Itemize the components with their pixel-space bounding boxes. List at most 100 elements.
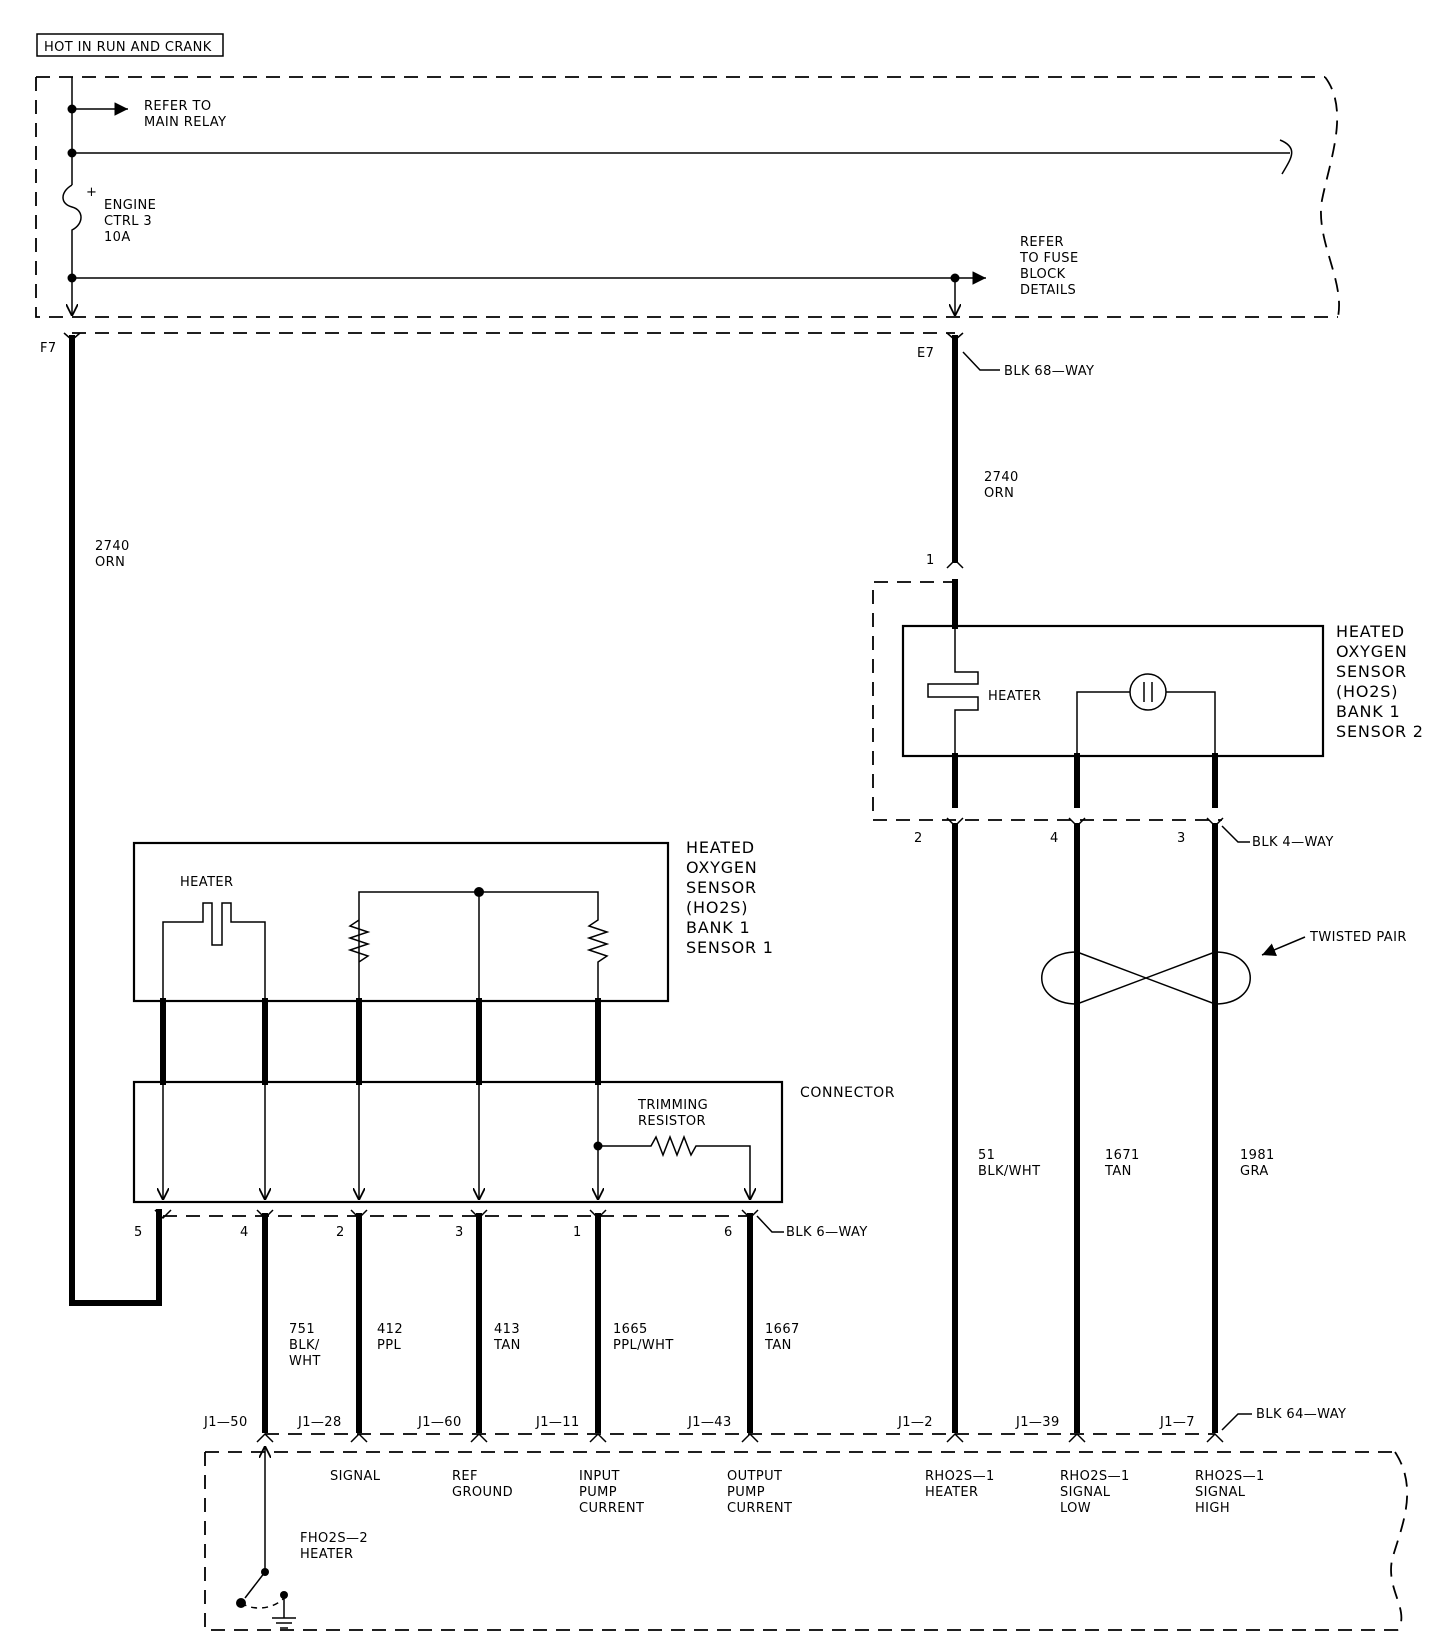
svg-text:OXYGEN: OXYGEN <box>1336 642 1408 661</box>
svg-text:SENSOR 1: SENSOR 1 <box>686 938 774 957</box>
wire-label-412: 412 PPL <box>377 1322 403 1353</box>
svg-text:SIGNAL: SIGNAL <box>1195 1485 1246 1500</box>
blk64-leader <box>1221 1413 1252 1431</box>
wire-label-1667: 1667 TAN <box>764 1322 800 1353</box>
svg-text:CTRL 3: CTRL 3 <box>104 214 152 229</box>
svg-text:(HO2S): (HO2S) <box>686 898 748 917</box>
svg-text:1981: 1981 <box>1240 1148 1275 1163</box>
svg-text:OXYGEN: OXYGEN <box>686 858 758 877</box>
svg-text:ORN: ORN <box>984 486 1014 501</box>
svg-text:TAN: TAN <box>493 1338 521 1353</box>
pcm-pin-j1-60: J1—60 <box>417 1415 462 1430</box>
svg-text:SIGNAL: SIGNAL <box>1060 1485 1111 1500</box>
svg-text:REF: REF <box>452 1469 478 1484</box>
svg-text:(HO2S): (HO2S) <box>1336 682 1398 701</box>
wire-label-2740-right: 2740 ORN <box>984 470 1019 501</box>
pcm-pin-j1-28: J1—28 <box>297 1415 342 1430</box>
svg-text:ORN: ORN <box>95 555 125 570</box>
svg-text:51: 51 <box>978 1148 995 1163</box>
sensor2-pin-1: 1 <box>926 553 935 568</box>
fh-heater-switch <box>236 1446 296 1629</box>
trimming-resistor-label: TRIMMING RESISTOR <box>637 1098 708 1129</box>
conn6-pin-1: 1 <box>573 1225 582 1240</box>
svg-text:2740: 2740 <box>984 470 1019 485</box>
ho2s-bank1-sensor2 <box>872 579 1325 821</box>
svg-text:BANK 1: BANK 1 <box>686 918 750 937</box>
wire-label-413: 413 TAN <box>493 1322 521 1353</box>
svg-text:413: 413 <box>494 1322 520 1337</box>
sensor2-heater-label: HEATER <box>988 689 1041 704</box>
svg-text:412: 412 <box>377 1322 403 1337</box>
svg-text:REFER TO: REFER TO <box>144 99 211 114</box>
svg-text:1665: 1665 <box>613 1322 648 1337</box>
sensor2-title: HEATED OXYGEN SENSOR (HO2S) BANK 1 SENSO… <box>1336 622 1423 741</box>
connector-block <box>132 1080 784 1204</box>
pcm-rh-heater-label: RHO2S—1 HEATER <box>925 1469 994 1500</box>
twisted-pair-label: TWISTED PAIR <box>1309 930 1407 945</box>
svg-text:PUMP: PUMP <box>579 1485 617 1500</box>
wire-label-51: 51 BLK/WHT <box>978 1148 1040 1179</box>
svg-text:HOT IN RUN AND CRANK: HOT IN RUN AND CRANK <box>44 40 212 55</box>
blk6-leader <box>756 1215 784 1233</box>
svg-text:TAN: TAN <box>1104 1164 1132 1179</box>
sensor2-pin-3: 3 <box>1177 831 1186 846</box>
pcm-pin-j1-11: J1—11 <box>535 1415 580 1430</box>
svg-text:SENSOR: SENSOR <box>686 878 757 897</box>
hot-in-run-label: HOT IN RUN AND CRANK <box>36 33 224 57</box>
svg-text:MAIN RELAY: MAIN RELAY <box>144 115 226 130</box>
svg-text:BLOCK: BLOCK <box>1020 267 1066 282</box>
pcm-rh-signal-low-label: RHO2S—1 SIGNAL LOW <box>1060 1469 1129 1516</box>
svg-text:GRA: GRA <box>1240 1164 1269 1179</box>
refer-fuse-block-text: REFER TO FUSE BLOCK DETAILS <box>1019 235 1079 298</box>
sensor1-title: HEATED OXYGEN SENSOR (HO2S) BANK 1 SENSO… <box>686 838 774 957</box>
pin-f7: F7 <box>40 341 57 356</box>
svg-text:LOW: LOW <box>1060 1501 1091 1516</box>
pcm-output-pump-label: OUTPUT PUMP CURRENT <box>727 1469 792 1516</box>
pin-e7: E7 <box>917 346 934 361</box>
conn6-pin-5: 5 <box>134 1225 143 1240</box>
sensor2-pin-2: 2 <box>914 831 923 846</box>
wire-label-751: 751 BLK/ WHT <box>289 1322 321 1369</box>
svg-text:HIGH: HIGH <box>1195 1501 1230 1516</box>
connector-title: CONNECTOR <box>800 1085 895 1101</box>
svg-text:TO FUSE: TO FUSE <box>1019 251 1079 266</box>
svg-text:INPUT: INPUT <box>579 1469 620 1484</box>
svg-text:PUMP: PUMP <box>727 1485 765 1500</box>
sensor1-heater-label: HEATER <box>180 875 233 890</box>
sensor2-pin-4: 4 <box>1050 831 1059 846</box>
svg-text:FHO2S—2: FHO2S—2 <box>300 1531 368 1546</box>
refer-main-relay-text: REFER TO MAIN RELAY <box>144 99 226 130</box>
blk-4-way-label: BLK 4—WAY <box>1252 835 1334 850</box>
pcm-pin-j1-43: J1—43 <box>687 1415 732 1430</box>
svg-text:ENGINE: ENGINE <box>104 198 156 213</box>
pcm-pin-j1-39: J1—39 <box>1015 1415 1060 1430</box>
svg-text:SIGNAL: SIGNAL <box>330 1469 381 1484</box>
blk4-leader <box>1221 825 1250 843</box>
wire-label-1671: 1671 TAN <box>1104 1148 1139 1179</box>
svg-text:BLK/WHT: BLK/WHT <box>978 1164 1040 1179</box>
svg-text:WHT: WHT <box>289 1354 321 1369</box>
wire-label-1981: 1981 GRA <box>1240 1148 1275 1179</box>
blk-64-way-label: BLK 64—WAY <box>1256 1407 1346 1422</box>
blk-6-way-label: BLK 6—WAY <box>786 1225 868 1240</box>
svg-text:GROUND: GROUND <box>452 1485 513 1500</box>
svg-text:1667: 1667 <box>765 1322 800 1337</box>
svg-text:2740: 2740 <box>95 539 130 554</box>
pcm-pin-j1-2: J1—2 <box>897 1415 933 1430</box>
conn6-pin-4: 4 <box>240 1225 249 1240</box>
conn6-pin-6: 6 <box>724 1225 733 1240</box>
wire-51 <box>946 817 964 1433</box>
svg-text:TRIMMING: TRIMMING <box>637 1098 708 1113</box>
fh-heater-label: FHO2S—2 HEATER <box>300 1531 368 1562</box>
pcm-input-pump-label: INPUT PUMP CURRENT <box>579 1469 644 1516</box>
blk68-leader <box>962 351 1000 371</box>
wire-label-2740-left: 2740 ORN <box>95 539 130 570</box>
svg-text:PPL/WHT: PPL/WHT <box>613 1338 674 1353</box>
fuse-block <box>35 76 1340 318</box>
svg-text:HEATER: HEATER <box>300 1547 353 1562</box>
wire-2740-right <box>946 332 964 569</box>
conn6-pin-2: 2 <box>336 1225 345 1240</box>
svg-text:751: 751 <box>289 1322 315 1337</box>
wire-2740-left <box>63 332 162 1306</box>
